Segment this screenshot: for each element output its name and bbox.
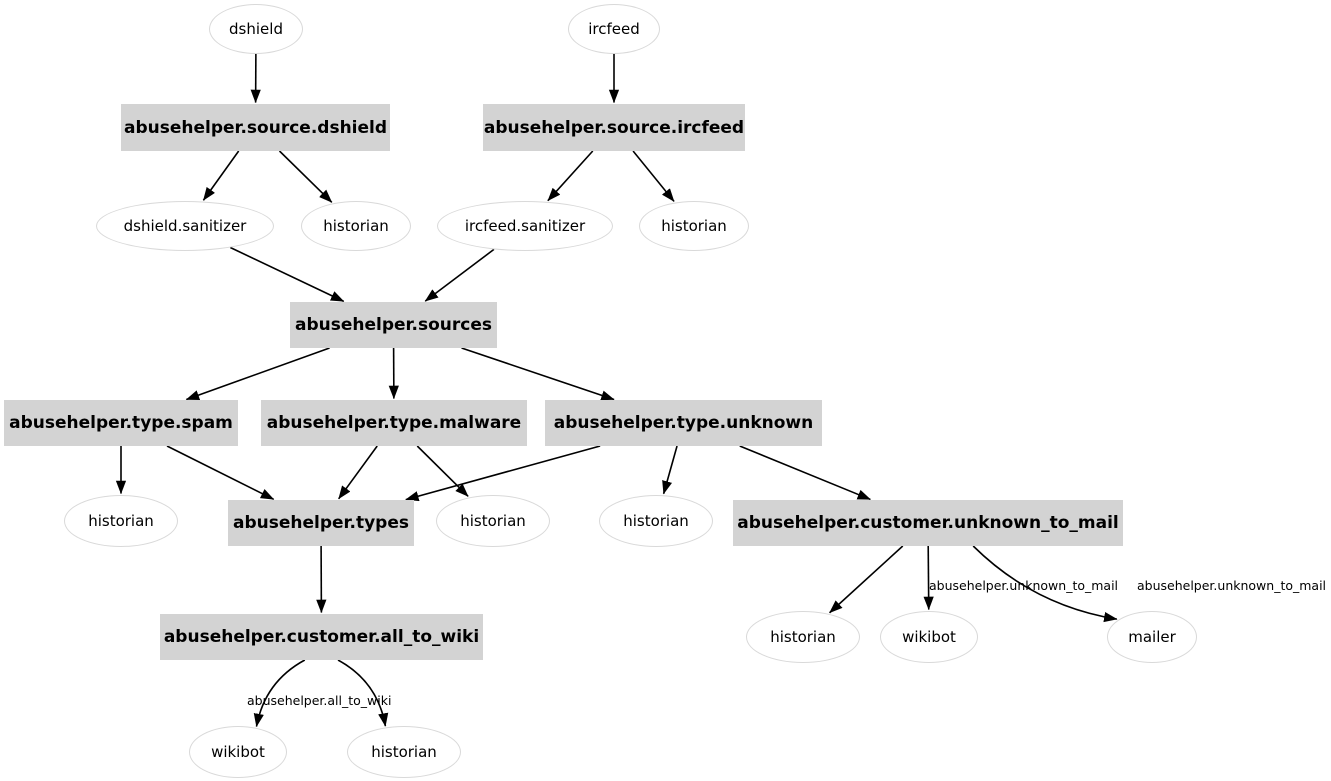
edge-sources-to-type_spam: [185, 347, 330, 401]
node-sources[interactable]: abusehelper.sources: [290, 302, 497, 348]
edge-cust_unknown_mail-to-mailer: [972, 545, 1118, 623]
edge-cust_all_wiki-to-wikibot_wiki: [253, 659, 306, 728]
node-ircfeed[interactable]: ircfeed: [568, 4, 660, 54]
node-type_malware[interactable]: abusehelper.type.malware: [261, 400, 527, 446]
node-dshield_sanitizer[interactable]: dshield.sanitizer: [96, 201, 274, 251]
node-hist_spam[interactable]: historian: [64, 495, 178, 547]
edge-src_dshield-to-dshield_sanitizer: [202, 150, 240, 201]
node-type_unknown[interactable]: abusehelper.type.unknown: [545, 400, 822, 446]
node-cust_all_wiki[interactable]: abusehelper.customer.all_to_wiki: [160, 614, 483, 660]
node-type_spam[interactable]: abusehelper.type.spam: [4, 400, 238, 446]
node-ircfeed_sanitizer[interactable]: ircfeed.sanitizer: [437, 201, 613, 251]
node-wikibot_mail[interactable]: wikibot: [880, 611, 978, 663]
edge-label-lbl_all_to_wiki: abusehelper.all_to_wiki: [247, 693, 392, 708]
edge-label-lbl_unknown_to_mail_1: abusehelper.unknown_to_mail: [929, 578, 1119, 593]
edge-label-lbl_unknown_to_mail_2: abusehelper.unknown_to_mail: [1137, 578, 1327, 593]
edge-type_malware-to-types: [338, 445, 378, 500]
node-hist_wiki[interactable]: historian: [347, 726, 461, 778]
node-dshield[interactable]: dshield: [209, 4, 303, 54]
node-hist_malware[interactable]: historian: [436, 495, 550, 547]
edge-ircfeed_sanitizer-to-sources: [424, 248, 495, 302]
edge-type_unknown-to-types: [405, 445, 601, 502]
node-hist_mail[interactable]: historian: [746, 611, 860, 663]
edge-type_spam-to-types: [166, 445, 275, 501]
edge-type_unknown-to-cust_unknown_mail: [739, 445, 871, 501]
node-cust_unknown_mail[interactable]: abusehelper.customer.unknown_to_mail: [733, 500, 1123, 546]
edge-cust_all_wiki-to-hist_wiki: [337, 659, 389, 727]
node-src_dshield[interactable]: abusehelper.source.dshield: [121, 104, 390, 151]
edge-type_malware-to-hist_malware: [416, 445, 469, 497]
edge-src_ircfeed-to-hist_ircfeed: [632, 150, 675, 202]
edge-src_ircfeed-to-ircfeed_sanitizer: [547, 150, 594, 202]
edge-cust_unknown_mail-to-wikibot_mail: [923, 545, 934, 611]
edge-dshield_sanitizer-to-sources: [229, 246, 345, 303]
edge-cust_unknown_mail-to-hist_mail: [829, 545, 904, 614]
node-mailer[interactable]: mailer: [1107, 611, 1197, 663]
node-types[interactable]: abusehelper.types: [228, 500, 414, 546]
edge-type_unknown-to-hist_unknown: [662, 445, 678, 495]
node-hist_dshield[interactable]: historian: [301, 201, 411, 251]
node-hist_ircfeed[interactable]: historian: [639, 201, 749, 251]
edge-src_dshield-to-hist_dshield: [278, 150, 333, 203]
node-wikibot_wiki[interactable]: wikibot: [189, 726, 287, 778]
node-hist_unknown[interactable]: historian: [599, 495, 713, 547]
node-src_ircfeed[interactable]: abusehelper.source.ircfeed: [483, 104, 745, 151]
edge-sources-to-type_unknown: [461, 347, 615, 401]
